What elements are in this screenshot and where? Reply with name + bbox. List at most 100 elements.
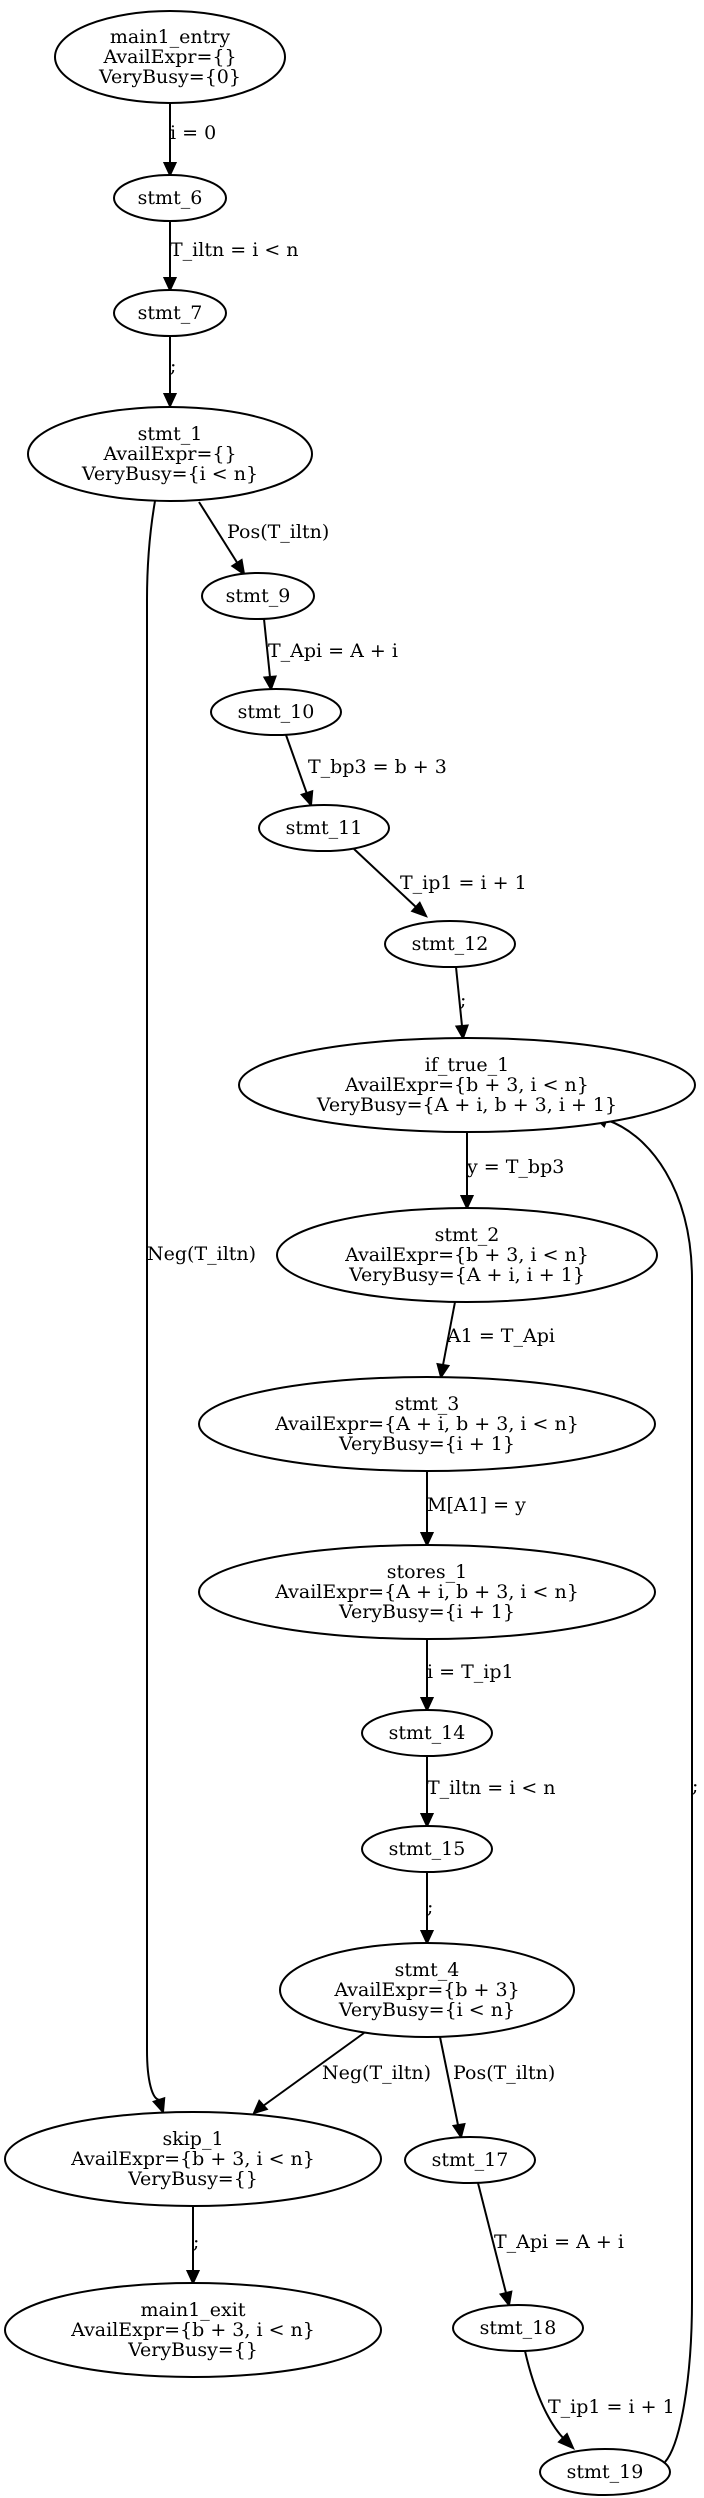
edge-stmt_2-to-stmt_3: A1 = T_Api (436, 1301, 555, 1380)
node-verybusy: VeryBusy={A + i, b + 3, i + 1} (316, 1094, 617, 1116)
edge-label: T_bp3 = b + 3 (308, 756, 447, 778)
node-stmt_10: stmt_10 (210, 688, 342, 736)
node-title: stores_1 (387, 1561, 468, 1583)
node-stmt_15: stmt_15 (361, 1825, 493, 1873)
node-verybusy: VeryBusy={i < n} (81, 463, 258, 485)
edge-stmt_12-to-if_true_1: ; (454, 966, 469, 1041)
edge-line (455, 966, 463, 1027)
node-ellipse (361, 1709, 493, 1757)
arrowhead-icon (557, 2432, 575, 2450)
node-title: stmt_2 (435, 1224, 500, 1246)
edge-stmt_3-to-stores_1: M[A1] = y (419, 1472, 526, 1548)
arrowhead-icon (419, 1930, 435, 1946)
edge-stmt_6-to-stmt_7: T_iltn = i < n (162, 222, 299, 293)
node-title: stmt_17 (432, 2149, 509, 2171)
arrowhead-icon (162, 277, 178, 293)
node-title: main1_entry (110, 26, 230, 48)
node-title: stmt_10 (238, 701, 315, 723)
node-verybusy: VeryBusy={} (127, 2168, 258, 2190)
node-availexpr: AvailExpr={b + 3, i < n} (70, 2319, 315, 2341)
edge-stmt_7-to-stmt_1: ; (162, 337, 178, 409)
node-availexpr: AvailExpr={A + i, b + 3, i < n} (274, 1413, 579, 1435)
node-ellipse (361, 1825, 493, 1873)
edge-label: Neg(T_iltn) (322, 2062, 431, 2084)
arrowhead-icon (300, 789, 314, 808)
node-availexpr: AvailExpr={b + 3, i < n} (344, 1074, 589, 1096)
node-stmt_9: stmt_9 (201, 572, 315, 620)
edges-layer: i = 0T_iltn = i < n;Pos(T_iltn)Neg(T_ilt… (146, 104, 698, 2463)
node-title: if_true_1 (425, 1054, 509, 1076)
edge-stmt_10-to-stmt_11: T_bp3 = b + 3 (285, 734, 447, 808)
edge-label: i = T_ip1 (427, 1661, 514, 1683)
nodes-layer: main1_entryAvailExpr={}VeryBusy={0}stmt_… (4, 10, 696, 2496)
node-stmt_11: stmt_11 (258, 804, 390, 852)
node-availexpr: AvailExpr={A + i, b + 3, i < n} (274, 1581, 579, 1603)
node-title: stmt_18 (480, 2317, 557, 2339)
node-stmt_17: stmt_17 (404, 2136, 536, 2184)
node-title: stmt_4 (395, 1959, 460, 1981)
node-verybusy: VeryBusy={A + i, i + 1} (348, 1264, 585, 1286)
arrowhead-icon (454, 1024, 469, 1041)
node-verybusy: VeryBusy={i + 1} (338, 1601, 515, 1623)
edge-stmt_14-to-stmt_15: T_iltn = i < n (419, 1757, 556, 1829)
arrowhead-icon (262, 675, 277, 692)
node-title: stmt_12 (412, 933, 489, 955)
arrowhead-icon (419, 1813, 435, 1829)
node-ellipse (201, 572, 315, 620)
node-stmt_6: stmt_6 (113, 174, 227, 222)
arrowhead-icon (459, 1195, 475, 1211)
node-ellipse (384, 920, 516, 968)
node-ellipse (4, 2282, 382, 2378)
edge-label: Pos(T_iltn) (453, 2062, 555, 2084)
node-ellipse (404, 2136, 536, 2184)
edge-label: T_Api = A + i (268, 640, 398, 662)
edge-stmt_4-to-stmt_17: Pos(T_iltn) (439, 2036, 555, 2140)
node-ellipse (258, 804, 390, 852)
arrowhead-icon (419, 1697, 435, 1713)
node-title: stmt_1 (138, 423, 203, 445)
arrowhead-icon (419, 1532, 435, 1548)
edge-stmt_17-to-stmt_18: T_Api = A + i (477, 2182, 624, 2308)
edge-if_true_1-to-stmt_2: y = T_bp3 (459, 1133, 564, 1211)
edge-label: ; (193, 2231, 199, 2253)
node-verybusy: VeryBusy={i + 1} (338, 1433, 515, 1455)
node-availexpr: AvailExpr={b + 3, i < n} (344, 1244, 589, 1266)
node-ellipse (113, 289, 227, 337)
node-title: stmt_14 (389, 1722, 466, 1744)
edge-label: T_iltn = i < n (170, 239, 299, 261)
node-availexpr: AvailExpr={b + 3, i < n} (70, 2148, 315, 2170)
edge-line (262, 2032, 365, 2107)
node-title: stmt_6 (138, 187, 203, 209)
edge-stmt_18-to-stmt_19: T_ip1 = i + 1 (524, 2350, 675, 2450)
arrowhead-icon (185, 2270, 201, 2286)
node-ellipse (113, 174, 227, 222)
edge-line (524, 2350, 566, 2441)
node-verybusy: VeryBusy={} (127, 2339, 258, 2361)
node-stmt_7: stmt_7 (113, 289, 227, 337)
node-title: stmt_15 (389, 1838, 466, 1860)
edge-label: ; (460, 989, 466, 1011)
arrowhead-icon (410, 901, 428, 918)
edge-label: ; (692, 1775, 698, 1797)
edge-line (263, 618, 271, 678)
edge-main1_entry-to-stmt_6: i = 0 (162, 104, 216, 178)
edge-label: i = 0 (170, 122, 216, 144)
edge-label: T_Api = A + i (494, 2231, 624, 2253)
node-verybusy: VeryBusy={0} (98, 66, 241, 88)
node-ellipse (27, 406, 313, 502)
edge-label: Pos(T_iltn) (227, 521, 329, 543)
edge-label: y = T_bp3 (466, 1156, 564, 1178)
edge-line (439, 2036, 459, 2126)
edge-stmt_1-to-skip_1: Neg(T_iltn) (146, 500, 256, 2115)
edge-label: T_ip1 = i + 1 (548, 2396, 675, 2418)
edge-line (198, 501, 239, 565)
edge-stmt_15-to-stmt_4: ; (419, 1873, 435, 1946)
node-ellipse (210, 688, 342, 736)
node-ellipse (276, 1207, 658, 1303)
